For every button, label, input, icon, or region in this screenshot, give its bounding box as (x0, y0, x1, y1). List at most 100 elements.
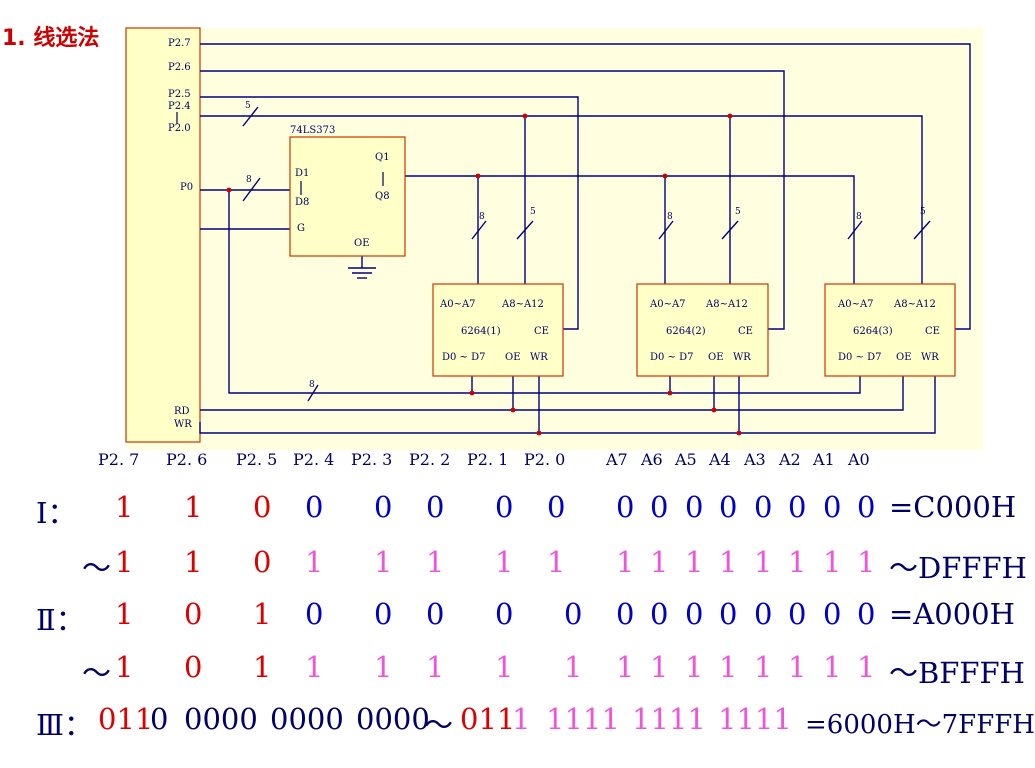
wire-p2-bus (200, 115, 923, 284)
chip3-name: 6264(3) (853, 326, 893, 337)
bit: 1 (616, 650, 635, 684)
pin-header-p20: P2. 0 (524, 450, 566, 469)
bit: 1 (115, 545, 134, 579)
bit: 0 (823, 490, 842, 524)
bit: 0 (305, 597, 324, 631)
bit: 0 (495, 490, 514, 524)
wire-p25 (200, 96, 579, 330)
bus-width-data: 8 (309, 380, 315, 390)
bit: 0 (719, 490, 738, 524)
chip1-data: D0 ~ D7 (442, 352, 486, 363)
pin-header-a6: A6 (641, 450, 663, 469)
pin-header-p23: P2. 3 (351, 450, 393, 469)
bits-group: 0000 (270, 702, 344, 736)
pin-header-p26: P2. 6 (166, 450, 208, 469)
chip2-addr-high: A8~A12 (705, 299, 748, 310)
pin-header-a1: A1 (813, 450, 835, 469)
wire-rd (200, 376, 904, 411)
bit: 1 (184, 545, 203, 579)
chip1-wr: WR (530, 352, 548, 363)
bits-group: 1 (512, 702, 531, 736)
bus-width-c1-low: 8 (479, 212, 485, 222)
bit: 0 (754, 490, 773, 524)
bits-group: 0000 (356, 702, 430, 736)
bit: 1 (184, 490, 203, 524)
row-label: ～ (82, 551, 112, 585)
latch-74ls373 (289, 136, 406, 257)
circuit-panel (126, 28, 983, 450)
bit: 0 (685, 490, 704, 524)
row-result: ～BFFFH (889, 656, 1025, 690)
latch-name: 74LS373 (290, 125, 335, 136)
pin-header-p27: P2. 7 (98, 450, 140, 469)
bit: 0 (253, 545, 272, 579)
bits-group: 0000 (184, 702, 258, 736)
bit: 0 (426, 597, 445, 631)
bit: 0 (253, 490, 272, 524)
chip2-oe: OE (708, 352, 724, 363)
chip2-addr-low: A0~A7 (649, 299, 686, 310)
bit: 0 (374, 490, 393, 524)
chip-6264-3 (824, 283, 956, 377)
bit: 1 (115, 650, 134, 684)
bit: 1 (495, 545, 514, 579)
pin-header-row: P2. 7 P2. 6 P2. 5 P2. 4 P2. 3 P2. 2 P2. … (0, 450, 1024, 474)
bit: 1 (305, 650, 324, 684)
wire-q-bus (405, 175, 855, 284)
mcu-pin-p24: P2.4 (168, 101, 191, 112)
bus-width-p2: 5 (245, 101, 251, 111)
mcu-pin-p25: P2.5 (168, 89, 191, 100)
bit: 1 (374, 650, 393, 684)
pin-header-a7: A7 (606, 450, 628, 469)
pin-header-p21: P2. 1 (467, 450, 509, 469)
mcu-pin-p27: P2.7 (168, 38, 191, 49)
slide-title: 1. 线选法 (2, 26, 100, 51)
address-row-1-end: ～ 1 1 0 1 1 1 1 1 1 1 1 1 1 1 1 1 ～DFFFH (0, 545, 1027, 591)
address-row-1-start: Ⅰ： 1 1 0 0 0 0 0 0 0 0 0 0 0 0 0 0 =C000… (0, 490, 1024, 536)
latch-pin-d1: D1 (295, 168, 309, 179)
bit: 1 (754, 545, 773, 579)
chip2-name: 6264(2) (666, 326, 706, 337)
pin-header-p22: P2. 2 (409, 450, 451, 469)
bit: 1 (719, 650, 738, 684)
row-label: Ⅰ： (36, 496, 77, 530)
pin-header-p24: P2. 4 (293, 450, 335, 469)
bit: 0 (374, 597, 393, 631)
bit: 1 (788, 545, 807, 579)
bit: 0 (495, 597, 514, 631)
chip3-ce: CE (925, 326, 940, 337)
bit: 1 (650, 545, 669, 579)
bit: 1 (547, 545, 566, 579)
bus-width-p0: 8 (246, 175, 252, 185)
bus-width-c3-low: 8 (856, 212, 862, 222)
chip2-ce: CE (738, 326, 753, 337)
bit: 0 (857, 490, 876, 524)
bit: 1 (685, 545, 704, 579)
latch-pin-q8: Q8 (375, 191, 390, 202)
bit: 1 (857, 650, 876, 684)
bit: 1 (426, 650, 445, 684)
chip1-addr-low: A0~A7 (439, 299, 476, 310)
bits-group: 1111 (632, 702, 706, 736)
mcu-pin-p0: P0 (180, 182, 193, 193)
chip3-oe: OE (896, 352, 912, 363)
bit: 0 (184, 650, 203, 684)
pin-header-a3: A3 (744, 450, 766, 469)
row-label: Ⅱ： (36, 603, 85, 637)
bit: 1 (857, 545, 876, 579)
mcu-pin-wr: WR (174, 419, 192, 430)
bit: 0 (650, 490, 669, 524)
mcu-pin-p20: P2.0 (168, 123, 191, 134)
wire-p26 (200, 70, 785, 330)
bit: 0 (788, 490, 807, 524)
chip3-data: D0 ~ D7 (838, 352, 882, 363)
bits-fixed: 011 (460, 702, 516, 736)
bit: 0 (616, 490, 635, 524)
bit: 0 (305, 490, 324, 524)
bit: 0 (754, 597, 773, 631)
bit: 1 (115, 597, 134, 631)
row-result: =C000H (889, 490, 1017, 524)
bit: 0 (719, 597, 738, 631)
chip1-oe: OE (505, 352, 521, 363)
bit: 1 (719, 545, 738, 579)
